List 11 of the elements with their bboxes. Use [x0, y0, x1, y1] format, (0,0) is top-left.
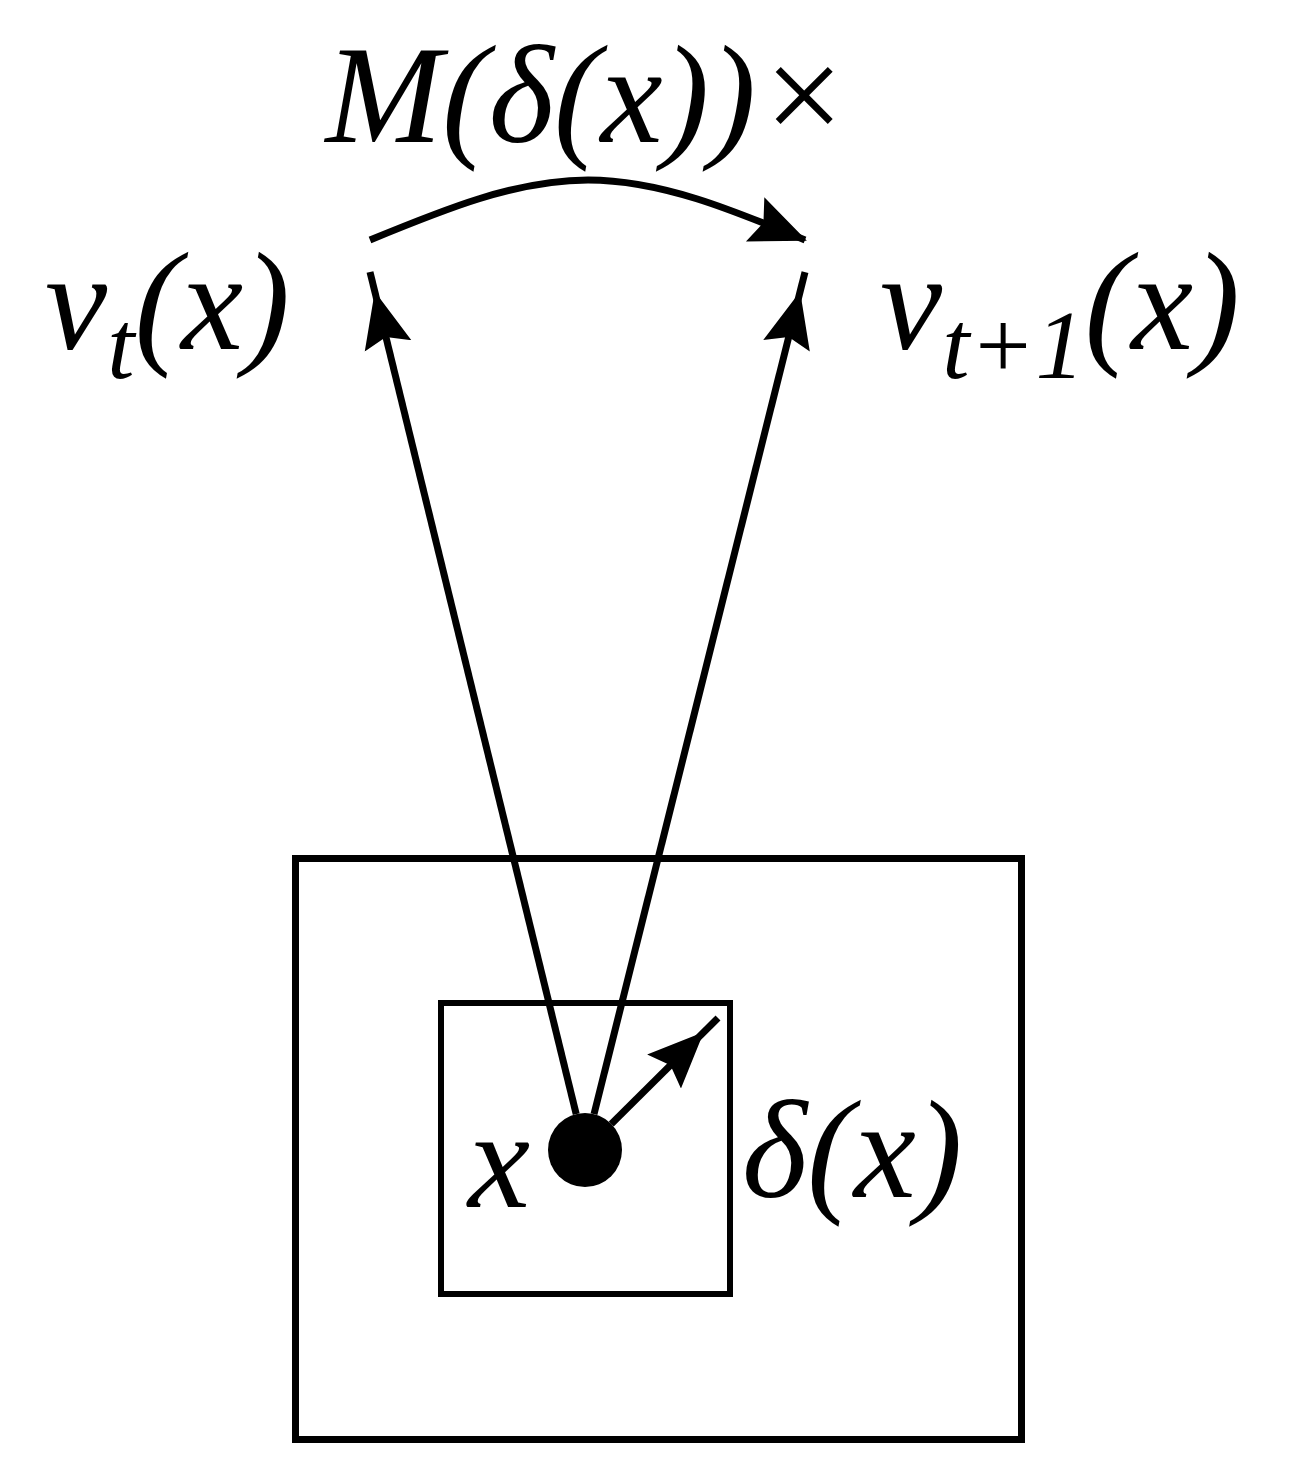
math-label: v$_{t+1}$(x)	[880, 223, 1240, 382]
arrow	[364, 271, 580, 1115]
variable-label: x	[468, 1081, 531, 1239]
edge-label: M(δ(x))×	[325, 16, 851, 174]
curved-arrow	[368, 176, 807, 244]
arrow	[590, 271, 810, 1115]
outer-frame	[292, 855, 1025, 1443]
arrow	[608, 1015, 721, 1127]
inner-frame	[438, 1000, 733, 1297]
math-label: v$_{t}$(x)	[45, 223, 290, 382]
edge-label: δ(x)	[742, 1071, 963, 1229]
